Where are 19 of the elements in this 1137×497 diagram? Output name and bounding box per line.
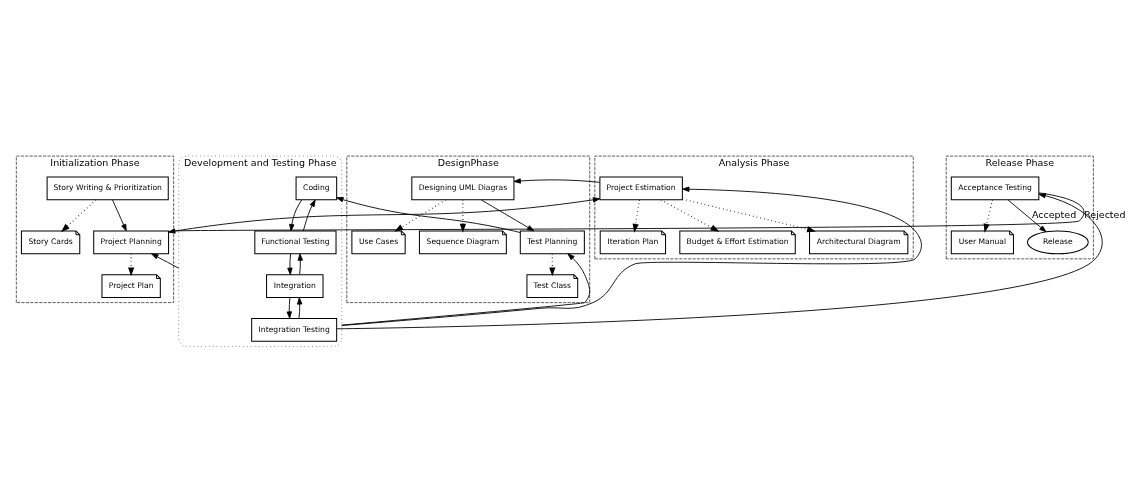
arrow [341, 186, 922, 326]
arrow [297, 296, 303, 319]
arrow [287, 253, 293, 275]
arrow [112, 199, 127, 231]
arrow [1007, 199, 1047, 232]
arrow [286, 296, 292, 319]
arrow [61, 198, 97, 232]
edge-label: Accepted [1031, 208, 1077, 220]
arrow [289, 199, 303, 231]
arrow [151, 252, 180, 269]
arrow [632, 198, 641, 233]
arrow [513, 177, 601, 184]
arrow [983, 198, 994, 233]
arrow [128, 252, 135, 276]
arrow [459, 198, 466, 233]
arrow [336, 192, 1103, 329]
arrow [297, 253, 303, 275]
arrow [302, 199, 316, 231]
edge-label: Rejected [1084, 208, 1126, 220]
